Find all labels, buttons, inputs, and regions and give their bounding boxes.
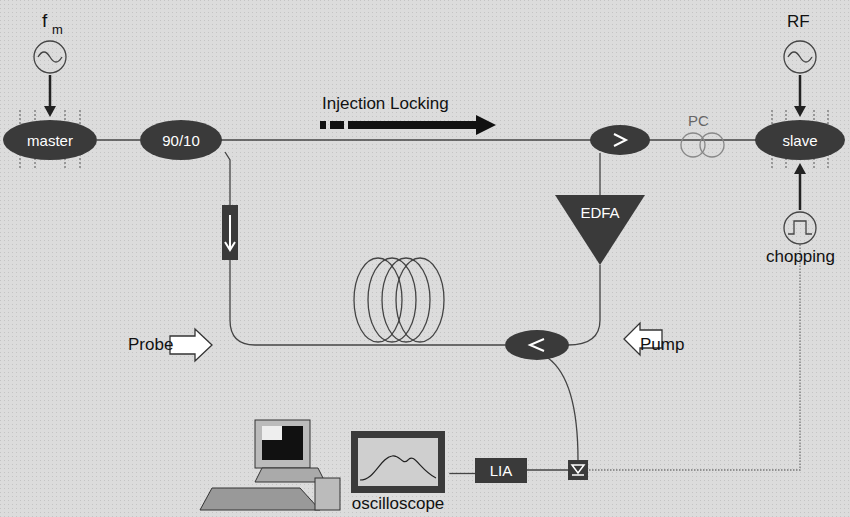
- annotation-label: f: [42, 10, 47, 32]
- probe-arrow: [170, 329, 212, 361]
- fiber: [648, 139, 757, 140]
- laser-ellipse: slave: [755, 120, 845, 160]
- circulator: [505, 330, 569, 360]
- computer-icon: [200, 420, 340, 510]
- fiber: [568, 265, 600, 345]
- node-label: master: [27, 132, 73, 149]
- lock-in-box: LIA: [475, 458, 527, 483]
- fiber-coil: [382, 258, 430, 342]
- photodetector: [568, 460, 588, 480]
- annotation-label: m: [52, 22, 63, 37]
- annotation-label: Pump: [640, 335, 684, 355]
- annotation-label: chopping: [766, 247, 835, 267]
- annotation-label: PC: [688, 112, 709, 129]
- sine-symbol: [38, 52, 62, 62]
- annotation-label: Probe: [128, 335, 173, 355]
- coupler: [590, 125, 650, 155]
- reference-wire: [586, 245, 800, 470]
- splitter-ellipse: 90/10: [140, 120, 222, 160]
- signal-source: [34, 41, 66, 73]
- arrowhead: [44, 106, 56, 117]
- arrowhead: [794, 163, 806, 174]
- annotation-label: Injection Locking: [322, 94, 449, 114]
- chopping-source: [784, 212, 816, 244]
- amplifier-triangle: EDFA: [555, 195, 645, 265]
- fiber: [599, 153, 600, 195]
- fiber-coil: [396, 258, 444, 342]
- polarization-controller: [681, 133, 705, 157]
- laser-ellipse: master: [3, 120, 97, 160]
- node-label: EDFA: [580, 204, 619, 221]
- isolator: [222, 205, 238, 260]
- annotation-label: RF: [787, 12, 810, 32]
- fiber-coil: [354, 258, 402, 342]
- wire: [527, 469, 570, 470]
- node-label: oscilloscope: [352, 494, 445, 514]
- node-label: 90/10: [162, 132, 200, 149]
- signal-source: [784, 41, 816, 73]
- arrowhead: [794, 106, 806, 117]
- polarization-controller: [700, 133, 724, 157]
- node-label: slave: [782, 132, 817, 149]
- scope-display: [350, 430, 446, 494]
- oscilloscope-screen: oscilloscope: [347, 430, 450, 517]
- fiber: [548, 358, 578, 460]
- fiber: [225, 152, 505, 345]
- fiber: [220, 139, 592, 140]
- node-label: LIA: [490, 462, 513, 479]
- connector: [449, 473, 475, 474]
- sine-symbol: [788, 52, 812, 62]
- fiber-coil: [368, 258, 416, 342]
- pulse-symbol: [788, 221, 812, 234]
- connector: [97, 140, 140, 141]
